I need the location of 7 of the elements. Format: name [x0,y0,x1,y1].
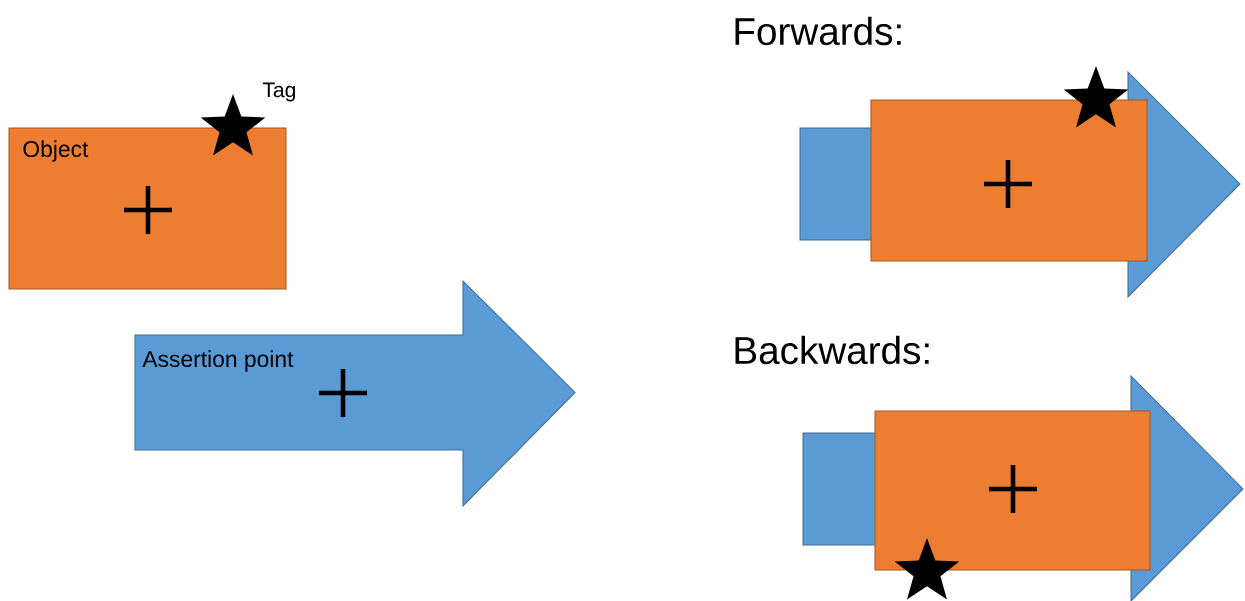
shape-label: Object [23,140,89,162]
tag-label: Tag [262,82,295,102]
shape-label: Assertion point [142,350,294,372]
star-shape [894,538,960,600]
heading: Backwards: [735,335,929,365]
star-shape [1063,66,1129,128]
heading: Forwards: [735,16,901,46]
